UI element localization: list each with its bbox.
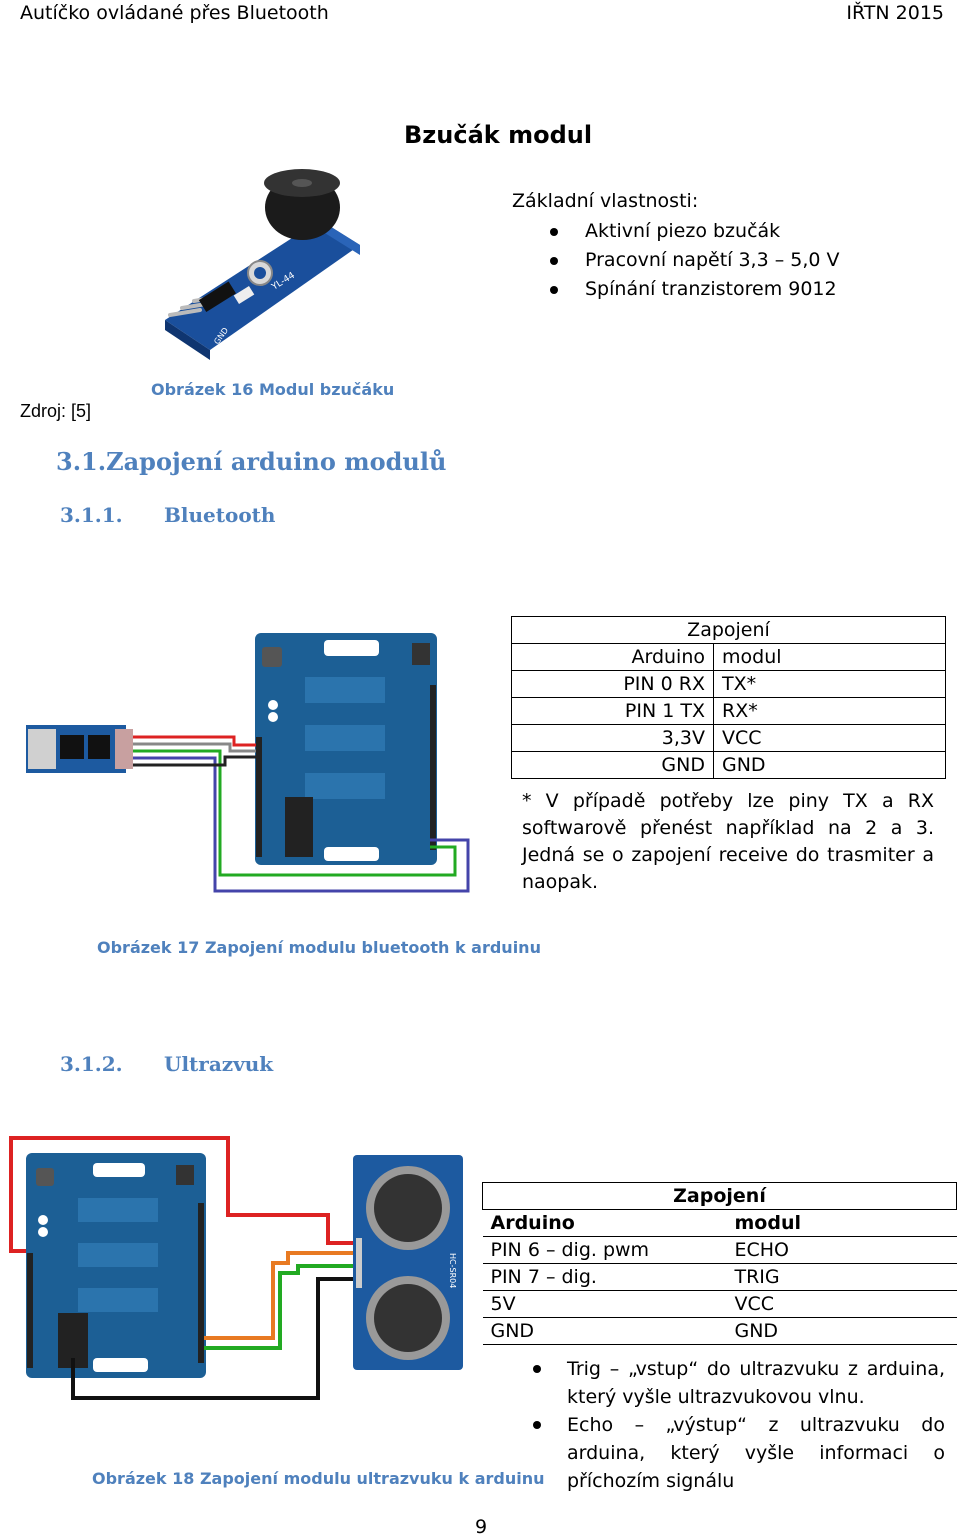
source-note: Zdroj: [5] (20, 401, 92, 421)
table-row: Arduino modul (511, 643, 946, 671)
table-cell: modul (726, 1209, 957, 1237)
ultrasonic-wiring-diagram: HC-SR04 (9, 1136, 463, 1400)
page-number: 9 (475, 1516, 488, 1538)
running-header-year: IŘTN 2015 (846, 2, 944, 24)
table-header-row: Zapojení (482, 1182, 957, 1210)
table-cell: GND (726, 1317, 957, 1345)
list-item: Pracovní napětí 3,3 – 5,0 V (512, 246, 952, 275)
table-cell: TRIG (726, 1263, 957, 1291)
table-cell: PIN 7 – dig. (482, 1263, 727, 1291)
table-row: PIN 1 TX RX* (511, 697, 946, 725)
table-header-row: Zapojení (511, 616, 946, 644)
table-cell: Arduino (482, 1209, 727, 1237)
table-row: 3,3V VCC (511, 724, 946, 752)
figure-16-caption: Obrázek 16 Modul bzučáku (151, 380, 395, 399)
table-cell: PIN 1 TX (511, 697, 714, 725)
table-cell: VCC (726, 1290, 957, 1318)
table-cell: 5V (482, 1290, 727, 1318)
table-row: GND GND (482, 1317, 957, 1345)
bluetooth-title: Bluetooth (164, 503, 276, 527)
bluetooth-connection-table: Zapojení Arduino modul PIN 0 RX TX* PIN … (511, 616, 946, 779)
list-item: Trig – „vstup“ do ultrazvuku z arduina, … (483, 1355, 945, 1411)
table-cell: TX* (713, 670, 946, 698)
section-number: 3.1. (56, 447, 107, 476)
ultrasonic-number: 3.1.2. (60, 1052, 123, 1076)
ultrasonic-connection-table: Zapojení Arduino modul PIN 6 – dig. pwm … (482, 1182, 957, 1345)
ultrasonic-title: Ultrazvuk (164, 1052, 274, 1076)
table-cell: Arduino (511, 643, 714, 671)
table-row: 5V VCC (482, 1290, 957, 1318)
table-cell: GND (713, 751, 946, 779)
table-row: PIN 6 – dig. pwm ECHO (482, 1236, 957, 1264)
table-header: Zapojení (511, 616, 946, 644)
buzzer-props-list: Aktivní piezo bzučák Pracovní napětí 3,3… (512, 217, 952, 304)
table-row: Arduino modul (482, 1209, 957, 1237)
table-cell: RX* (713, 697, 946, 725)
ultrasonic-notes: Trig – „vstup“ do ultrazvuku z arduina, … (483, 1355, 945, 1495)
table-cell: VCC (713, 724, 946, 752)
table-row: PIN 7 – dig. TRIG (482, 1263, 957, 1291)
bluetooth-number: 3.1.1. (60, 503, 123, 527)
running-header-title: Autíčko ovládané přes Bluetooth (20, 2, 329, 24)
list-item: Aktivní piezo bzučák (512, 217, 952, 246)
table-row: GND GND (511, 751, 946, 779)
table-cell: PIN 0 RX (511, 670, 714, 698)
bluetooth-note: * V případě potřeby lze piny TX a RX sof… (522, 790, 934, 893)
table-cell: GND (482, 1317, 727, 1345)
figure-18-caption: Obrázek 18 Zapojení modulu ultrazvuku k … (92, 1469, 545, 1488)
ultrasonic-sensor-label: HC-SR04 (448, 1253, 457, 1288)
buzzer-title: Bzučák modul (404, 121, 593, 149)
figure-17-caption: Obrázek 17 Zapojení modulu bluetooth k a… (97, 938, 541, 957)
table-header: Zapojení (482, 1182, 957, 1210)
table-cell: PIN 6 – dig. pwm (482, 1236, 727, 1264)
table-row: PIN 0 RX TX* (511, 670, 946, 698)
list-item: Echo – „výstup“ z ultrazvuku do arduina,… (483, 1411, 945, 1495)
section-heading: 3.1.Zapojení arduino modulů (56, 447, 446, 476)
section-title: Zapojení arduino modulů (106, 447, 447, 476)
bluetooth-wiring-diagram (26, 633, 470, 893)
table-cell: ECHO (726, 1236, 957, 1264)
list-item: Spínání tranzistorem 9012 (512, 275, 952, 304)
table-cell: modul (713, 643, 946, 671)
buzzer-props-title: Základní vlastnosti: (512, 190, 699, 212)
table-cell: 3,3V (511, 724, 714, 752)
buzzer-module-image: YL-44 GND (165, 169, 360, 360)
table-cell: GND (511, 751, 714, 779)
